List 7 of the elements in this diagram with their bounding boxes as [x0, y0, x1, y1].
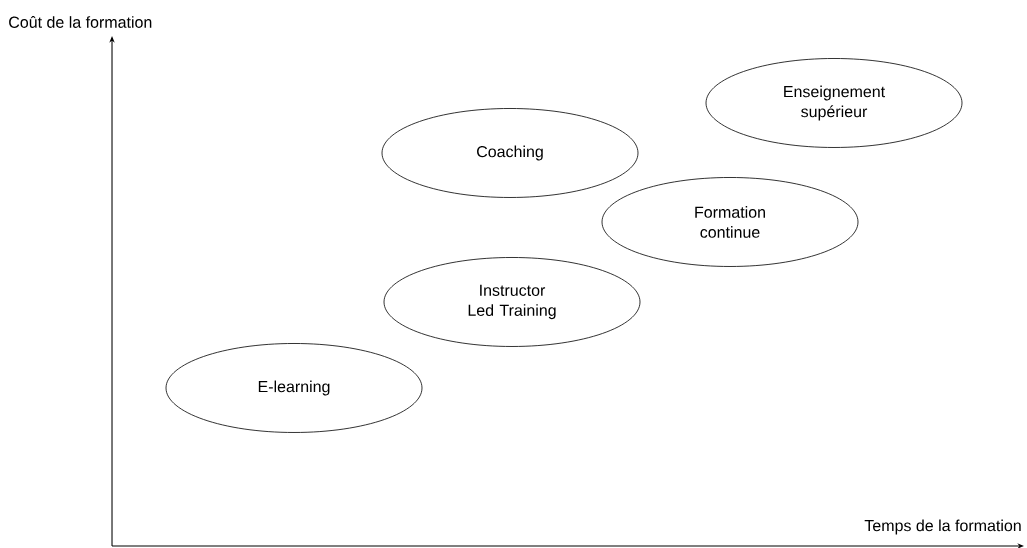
ellipse-node: Formation continue: [601, 177, 859, 267]
ellipse-node: Instructor Led Training: [383, 257, 641, 347]
axis-label: Temps de la formation: [864, 519, 1021, 535]
ellipse-node: Coaching: [381, 108, 639, 198]
axis-label: Coût de la formation: [9, 16, 152, 28]
ellipse-node: E-learning: [165, 343, 423, 433]
ellipse-node: Enseignement supérieur: [705, 58, 963, 148]
